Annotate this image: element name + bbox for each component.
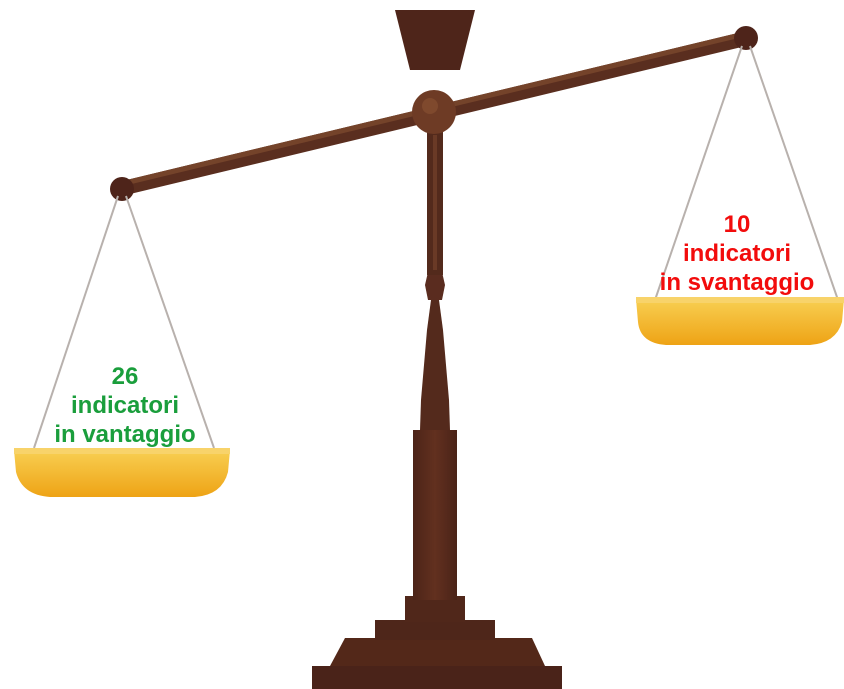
- left-line2: in vantaggio: [54, 421, 196, 448]
- right-line1: indicatori: [682, 240, 791, 267]
- left-pan-strings: [33, 195, 215, 449]
- right-line2: in svantaggio: [659, 269, 815, 296]
- right-beam-end: [734, 26, 758, 50]
- left-count: 26: [111, 363, 139, 390]
- left-pan: [14, 448, 230, 497]
- scale-top-cup: [395, 10, 475, 70]
- scale-base: [312, 596, 562, 689]
- left-beam-end: [110, 177, 134, 201]
- left-pan-label: 26 indicatori in vantaggio: [15, 362, 235, 449]
- right-pan-label: 10 indicatori in svantaggio: [632, 210, 842, 297]
- right-pan-strings: [654, 45, 839, 301]
- right-count: 10: [723, 211, 751, 238]
- scale-post: [413, 130, 457, 600]
- left-line1: indicatori: [70, 392, 179, 419]
- right-pan: [636, 297, 844, 345]
